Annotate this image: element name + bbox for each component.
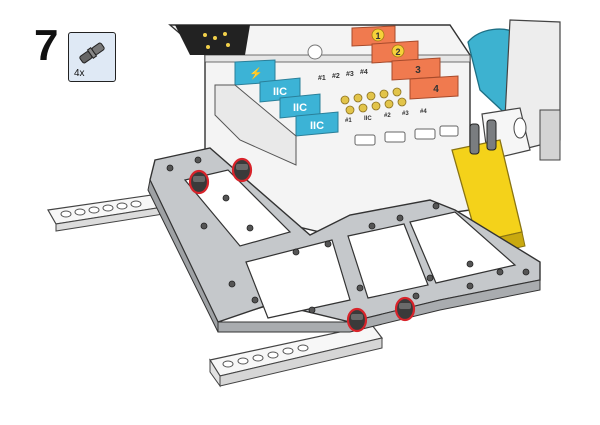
svg-text:#4: #4 — [360, 69, 368, 76]
svg-text:IIC: IIC — [293, 102, 307, 114]
svg-text:IIC: IIC — [273, 86, 287, 98]
svg-text:#4: #4 — [420, 109, 427, 115]
svg-text:2: 2 — [395, 47, 400, 57]
svg-text:3: 3 — [415, 65, 421, 76]
svg-text:#2: #2 — [384, 113, 391, 119]
svg-text:#2: #2 — [332, 73, 340, 80]
port-1: 1 — [351, 25, 396, 47]
port-4: 4 — [409, 75, 459, 100]
svg-text:4: 4 — [433, 84, 439, 95]
svg-text:IIC: IIC — [364, 116, 372, 122]
port-iic-2: IIC — [259, 77, 301, 103]
pin-headers — [340, 87, 407, 115]
port-2: 2 — [371, 40, 419, 64]
motor-assembly — [467, 19, 561, 161]
svg-text:1: 1 — [375, 31, 380, 41]
svg-text:⚡: ⚡ — [249, 67, 263, 80]
side-slots — [354, 125, 459, 146]
port-3: 3 — [391, 57, 441, 81]
pin-labels-bottom: #1 IIC #2 #3 #4 — [345, 109, 427, 124]
svg-text:#1: #1 — [318, 75, 326, 82]
highlight-pin-2 — [231, 157, 253, 183]
highlight-pin-4 — [394, 296, 416, 322]
grey-frame — [147, 147, 541, 333]
svg-text:#1: #1 — [345, 118, 352, 124]
svg-text:#3: #3 — [402, 111, 409, 117]
parts-list-box — [68, 32, 116, 82]
pin-labels-top: #1 #2 #3 #4 — [318, 69, 368, 82]
highlighted-pins — [188, 157, 416, 333]
white-beam-front — [209, 324, 384, 388]
svg-text:IIC: IIC — [310, 120, 324, 132]
parts-quantity: 4x — [74, 68, 85, 79]
axle-pin-icon — [79, 42, 105, 64]
port-iic-3: IIC — [279, 93, 321, 119]
port-iic-4: IIC — [295, 111, 339, 137]
step-number: 7 — [34, 21, 59, 70]
highlight-pin-1 — [188, 169, 210, 195]
svg-text:#3: #3 — [346, 71, 354, 78]
highlight-pin-3 — [346, 307, 368, 333]
